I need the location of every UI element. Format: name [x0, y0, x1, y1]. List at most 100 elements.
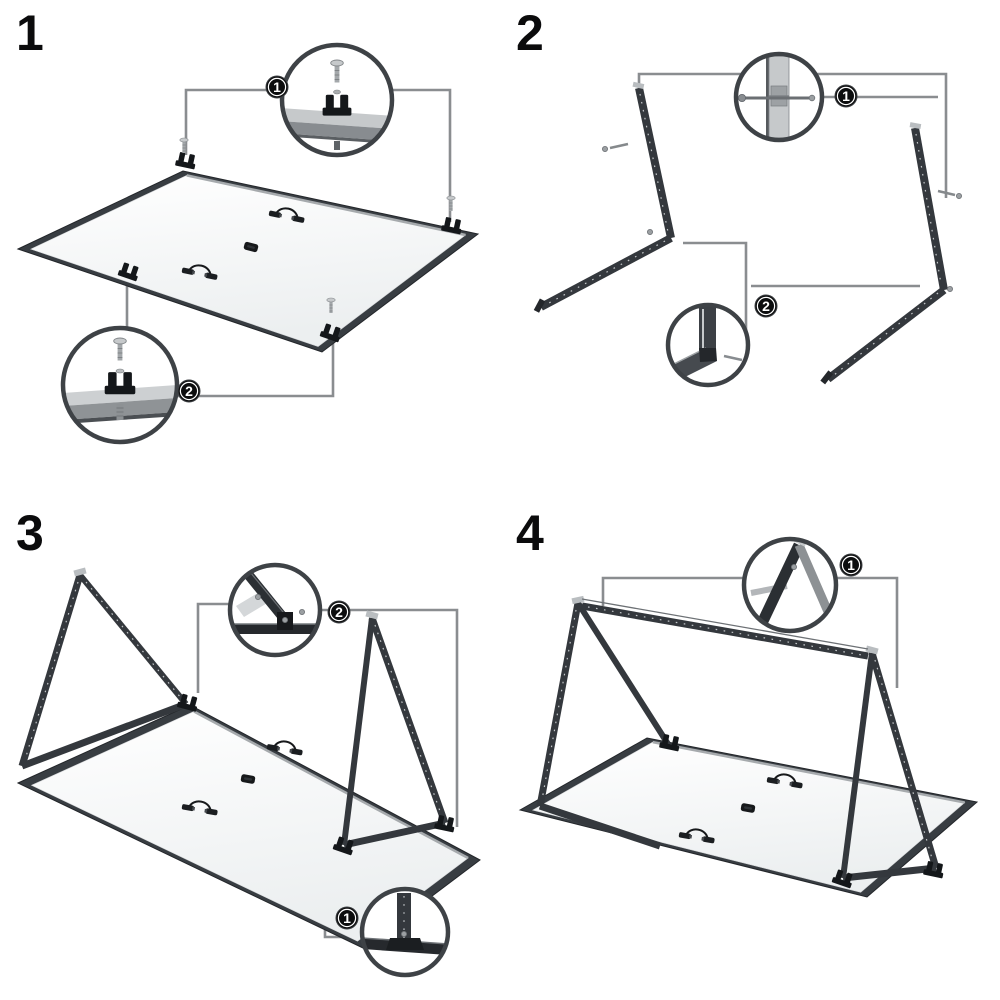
pivot-arm	[937, 189, 956, 197]
post-end-cap	[632, 81, 645, 89]
leg-post	[18, 573, 84, 768]
badge-circle	[177, 379, 201, 403]
callout-apex-joint	[741, 536, 839, 634]
badge-circle	[335, 906, 359, 930]
panel-backsheet	[30, 175, 467, 347]
triangle-leg-right	[332, 610, 457, 856]
corner-cap	[699, 348, 717, 362]
bolt	[400, 931, 408, 937]
step-4: 4	[516, 505, 979, 898]
badge-number: 2	[185, 383, 193, 399]
badge-number: 2	[335, 604, 343, 620]
crossbar	[581, 598, 869, 660]
ground-rail	[343, 819, 446, 849]
screw	[446, 195, 456, 212]
badge-inner-ring	[329, 602, 349, 622]
callout-content	[282, 59, 392, 150]
step-4-number: 4	[516, 505, 544, 561]
rail-holes	[915, 133, 942, 285]
crossbar-back-edge	[581, 598, 869, 650]
step-2: 2	[516, 5, 962, 388]
bolt	[647, 228, 653, 236]
step-1: 1	[16, 5, 480, 445]
callout-badge: 1	[335, 906, 359, 930]
vertical-channel	[699, 307, 716, 354]
diagonal-brace	[575, 601, 671, 746]
rail-highlight	[249, 571, 289, 619]
step-3-number: 3	[16, 505, 44, 561]
bolt-stub	[723, 354, 743, 362]
bolt	[254, 594, 262, 600]
rail-end-cap	[533, 298, 546, 313]
horizontal-rail	[232, 624, 320, 634]
rail-holes	[374, 624, 443, 818]
badge-circle	[834, 84, 858, 108]
callout-ring	[227, 562, 323, 658]
callout-badge: 2	[754, 294, 778, 318]
bolt	[602, 145, 608, 153]
ground-rail	[825, 286, 947, 383]
callout-badge: 1	[834, 84, 858, 108]
callout-badge: 2	[327, 600, 351, 624]
step-2-number: 2	[516, 5, 544, 61]
connector-line	[175, 338, 335, 398]
rail-end-cap	[820, 370, 834, 385]
badge-inner-ring	[756, 296, 776, 316]
callout-content	[362, 893, 448, 956]
rail-top-face	[63, 384, 177, 407]
rail-holes	[587, 606, 863, 656]
pivot-arm	[609, 142, 629, 150]
diagonal-brace	[840, 652, 875, 879]
bolt	[956, 192, 962, 200]
apex-cap	[365, 610, 379, 620]
rail-profile	[282, 108, 392, 144]
callout-badge: 1	[839, 553, 863, 577]
badge-circle	[839, 553, 863, 577]
washer	[115, 368, 125, 374]
vertical-post	[397, 893, 411, 943]
rail-holes	[833, 292, 939, 376]
bolt	[281, 617, 289, 623]
triangle-leg-left	[536, 595, 682, 850]
callout-hinge-joint	[227, 562, 323, 658]
frame-bevel	[193, 710, 469, 860]
apex-cap	[571, 595, 585, 605]
diagonal-rail-dark	[758, 542, 804, 624]
badge-number: 1	[343, 910, 351, 926]
ground-rail	[539, 234, 673, 311]
connector-line	[196, 602, 231, 693]
leg-post	[635, 87, 675, 239]
callout-badge: 2	[177, 379, 201, 403]
callout-content	[738, 55, 822, 139]
solar-panel-back	[16, 704, 481, 949]
callout-ring	[279, 42, 395, 158]
callout-corner-joint	[665, 302, 751, 388]
badge-circle	[265, 75, 289, 99]
badge-circle	[754, 294, 778, 318]
step-3: 3	[16, 505, 481, 978]
step-1-number: 1	[16, 5, 44, 61]
bolt	[791, 564, 797, 570]
leg-post	[368, 616, 449, 825]
callout-ring	[733, 51, 825, 143]
nut	[808, 94, 816, 102]
rail-top-face	[282, 108, 392, 129]
bolt	[947, 285, 953, 293]
post-end-cap	[909, 122, 922, 129]
leg-assembly-left	[533, 81, 675, 313]
badge-number: 1	[847, 557, 855, 573]
callout-rail-splice	[733, 51, 825, 143]
triangle-leg-left	[18, 567, 200, 770]
diagonal-brace	[341, 617, 375, 846]
badge-inner-ring	[179, 381, 199, 401]
triangle-leg-right	[831, 645, 946, 889]
leg-post	[868, 652, 940, 869]
callout-ring	[60, 325, 180, 445]
solar-panel-back	[16, 137, 480, 353]
frame-bevel	[186, 174, 466, 237]
badge-inner-ring	[841, 555, 861, 575]
callout-ring	[665, 302, 751, 388]
rail-holes	[24, 581, 79, 761]
ground-rail	[20, 700, 188, 770]
